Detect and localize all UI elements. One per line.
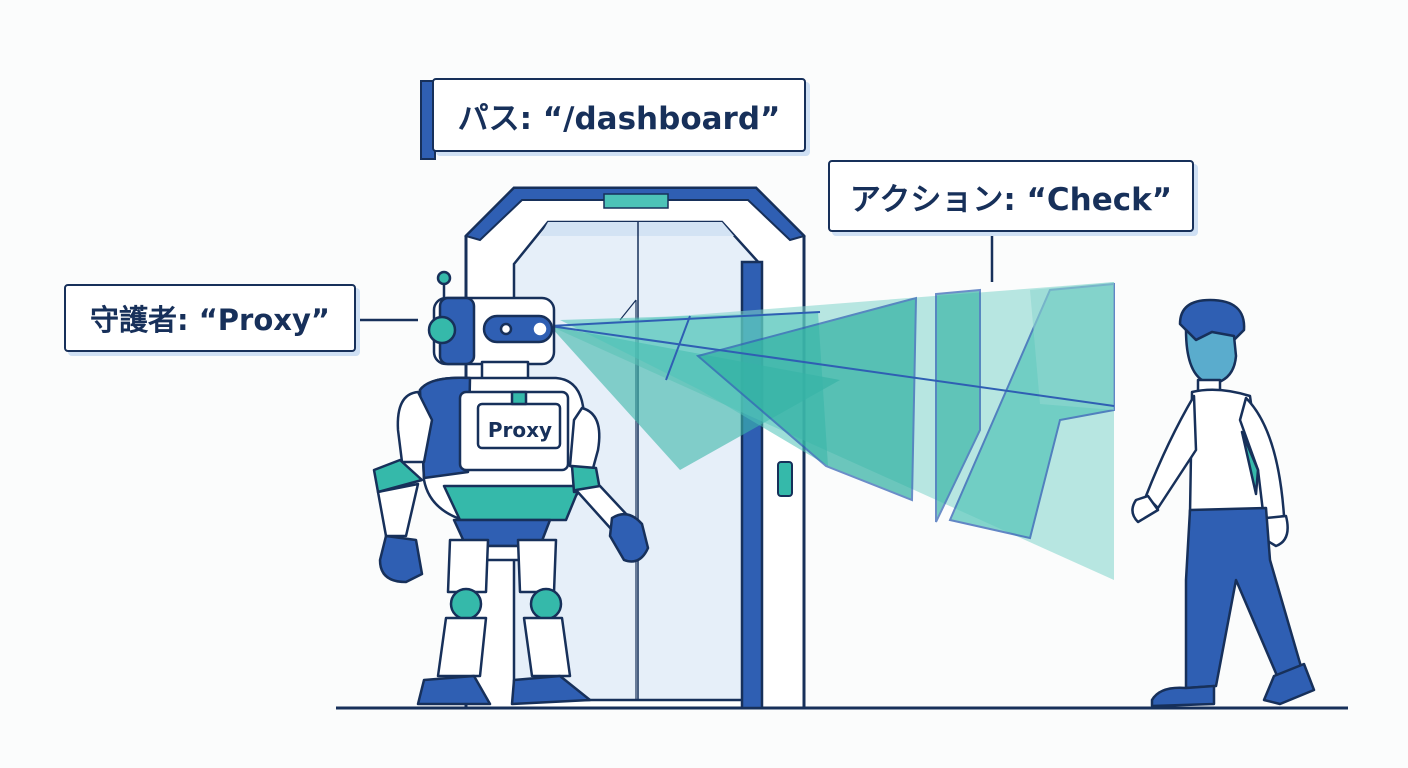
robot-badge-label: Proxy: [487, 418, 553, 442]
callout-action: アクション: “Check”: [828, 160, 1198, 236]
callout-guardian: 守護者: “Proxy”: [64, 284, 360, 356]
action-label: アクション: “Check”: [828, 160, 1194, 232]
guardian-label: 守護者: “Proxy”: [64, 284, 356, 352]
scan-beam: [549, 282, 1115, 580]
robot-guard: [372, 270, 650, 706]
walking-person: [1131, 298, 1316, 708]
callout-path: パス: “/dashboard”: [420, 78, 810, 160]
path-label: パス: “/dashboard”: [432, 78, 806, 152]
